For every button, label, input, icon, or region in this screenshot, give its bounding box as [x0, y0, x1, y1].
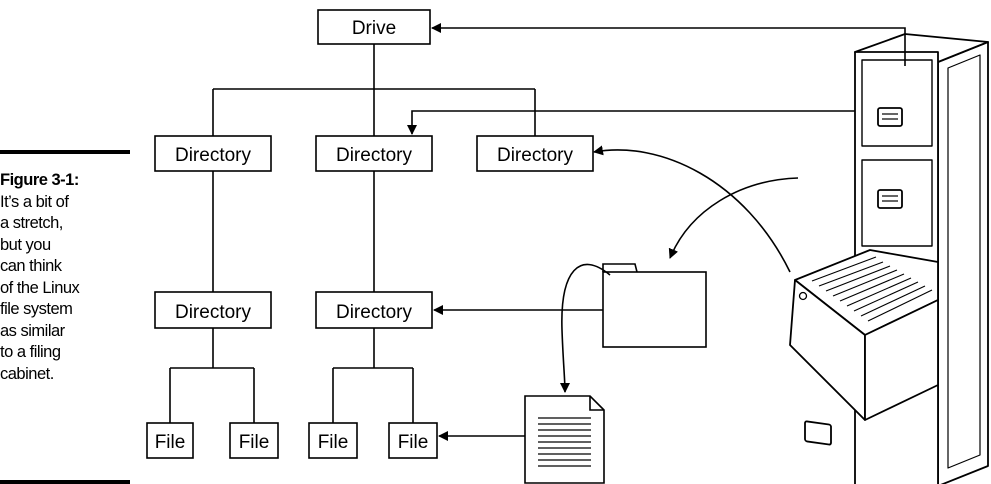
- mapping-arrows: [407, 23, 906, 441]
- directory-label: Directory: [336, 302, 413, 323]
- cabinet-drawer-label-icon: [804, 420, 832, 446]
- file-node: File: [308, 422, 358, 459]
- file-node: File: [146, 422, 194, 459]
- folder-icon: [602, 263, 707, 348]
- file-node: File: [388, 422, 438, 459]
- arrow-folder-to-document: [559, 263, 611, 393]
- directory-node: Directory: [476, 135, 594, 172]
- directory-label: Directory: [497, 145, 574, 166]
- caption-bottom-rule: [0, 480, 130, 484]
- caption-top-rule: [0, 150, 130, 154]
- figure-caption-text: It’s a bit of a stretch, but you can thi…: [0, 192, 80, 383]
- file-label: File: [155, 432, 186, 453]
- drive-node: Drive: [317, 9, 431, 45]
- directory-label: Directory: [175, 302, 252, 323]
- file-label: File: [239, 432, 270, 453]
- directory-label: Directory: [336, 145, 413, 166]
- cabinet-drawer-label-icon: [877, 189, 903, 209]
- directory-node: Directory: [315, 291, 433, 329]
- directory-label: Directory: [175, 145, 252, 166]
- arrow-drawer-to-directory: [407, 110, 855, 135]
- directory-node: Directory: [154, 135, 272, 172]
- arrow-cabinet-to-drive: [431, 23, 906, 66]
- figure-caption: Figure 3-1: It’s a bit of a stretch, but…: [0, 170, 130, 385]
- arrow-drawer-to-directory-right: [593, 145, 791, 273]
- file-label: File: [398, 432, 429, 453]
- document-icon: [524, 395, 605, 484]
- drive-label: Drive: [352, 18, 396, 39]
- filing-cabinet-icon: [789, 33, 989, 484]
- directory-node: Directory: [315, 135, 433, 172]
- arrow-drawer-to-folder: [668, 177, 799, 259]
- directory-node: Directory: [154, 291, 272, 329]
- file-node: File: [229, 422, 279, 459]
- cabinet-drawer-label-icon: [877, 107, 903, 127]
- tree-connectors: [169, 44, 536, 423]
- figure-label: Figure 3-1:: [0, 171, 79, 189]
- file-label: File: [318, 432, 349, 453]
